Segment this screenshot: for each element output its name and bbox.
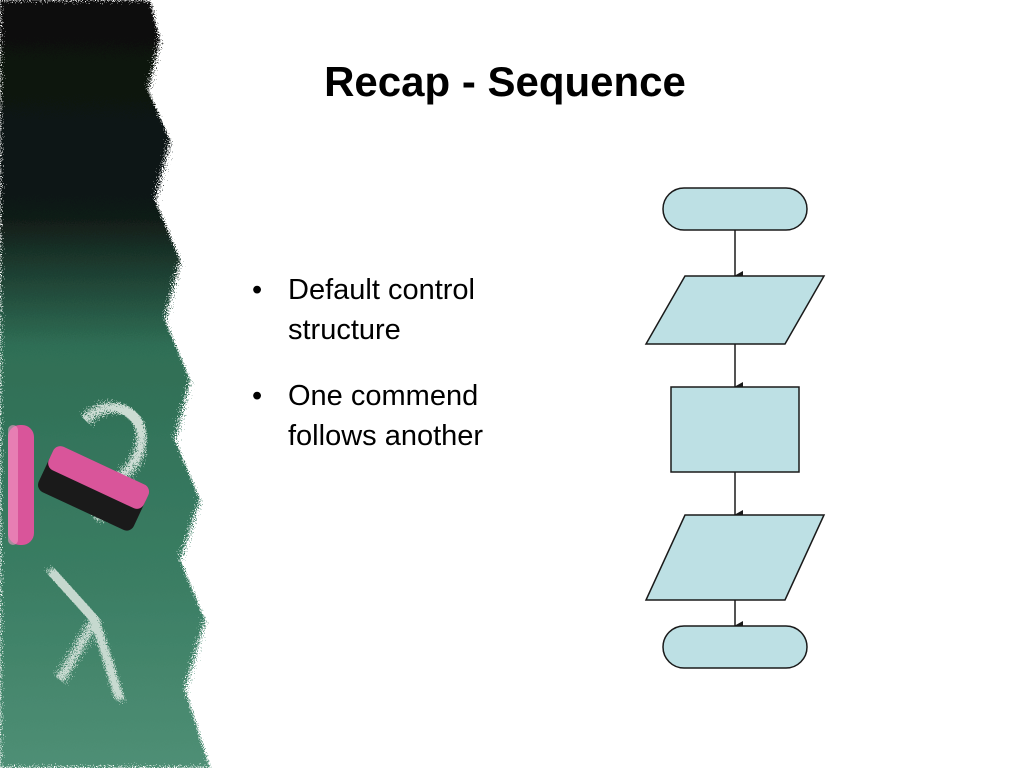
end-terminator bbox=[662, 625, 808, 669]
start-terminator bbox=[662, 187, 808, 231]
bullet-item: • Default control structure bbox=[248, 270, 568, 350]
bullet-text: One commend follows another bbox=[288, 380, 484, 452]
chalkboard-decoration bbox=[0, 0, 210, 768]
process-rectangle bbox=[670, 386, 800, 473]
bullet-marker: • bbox=[252, 274, 263, 306]
bullet-list: • Default control structure • One commen… bbox=[248, 270, 568, 482]
input-output-parallelogram bbox=[644, 275, 826, 345]
chalk-scribble bbox=[46, 566, 125, 702]
slide-title: Recap - Sequence bbox=[324, 58, 686, 105]
input-output-parallelogram bbox=[644, 514, 826, 601]
bullet-marker: • bbox=[252, 380, 263, 412]
bullet-item: • One commend follows another bbox=[248, 376, 568, 456]
bullet-text: Default control structure bbox=[288, 274, 475, 346]
chalk-stick-icon bbox=[8, 425, 150, 545]
sequence-flowchart bbox=[644, 187, 826, 669]
